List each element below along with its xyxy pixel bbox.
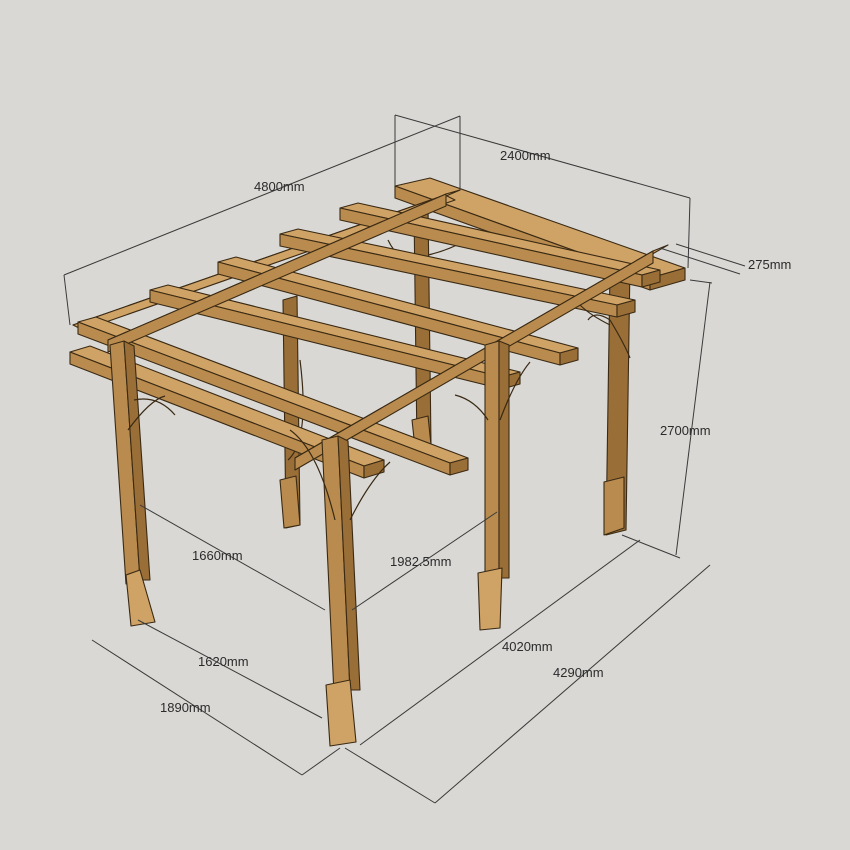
front-middle-post [321, 435, 361, 747]
front-left-post [109, 340, 156, 627]
dimension-lines [63, 114, 746, 804]
front-brace [499, 361, 531, 421]
dim-label-post-spacing-short: 1620mm [198, 654, 249, 669]
front-brace [349, 461, 391, 521]
dim-label-overall-short: 1890mm [160, 700, 211, 715]
back-brace [287, 359, 304, 461]
dim-label-depth-overall: 2400mm [500, 148, 551, 163]
dim-label-overhang: 275mm [748, 257, 791, 272]
dim-label-post-spacing-long: 4020mm [502, 639, 553, 654]
rafters [77, 202, 661, 476]
front-main-beam [69, 345, 385, 479]
right-side-beam [294, 244, 669, 471]
front-brace [289, 429, 336, 521]
front-brace [579, 304, 611, 326]
back-brace [609, 319, 631, 359]
dimension-labels: 4800mm 2400mm 275mm 2700mm 1660mm 1982.5… [160, 148, 791, 715]
front-right-post [477, 340, 510, 631]
back-brace [587, 314, 611, 321]
dim-label-inner-span-side: 1660mm [192, 548, 243, 563]
pergola-structure [69, 177, 686, 747]
dim-label-height: 2700mm [660, 423, 711, 438]
front-brace [454, 394, 489, 421]
dim-label-overall-length: 4290mm [553, 665, 604, 680]
front-brace [127, 395, 166, 431]
dim-label-width-overall: 4800mm [254, 179, 305, 194]
front-brace [133, 398, 176, 416]
dim-label-inner-span-front: 1982.5mm [390, 554, 451, 569]
